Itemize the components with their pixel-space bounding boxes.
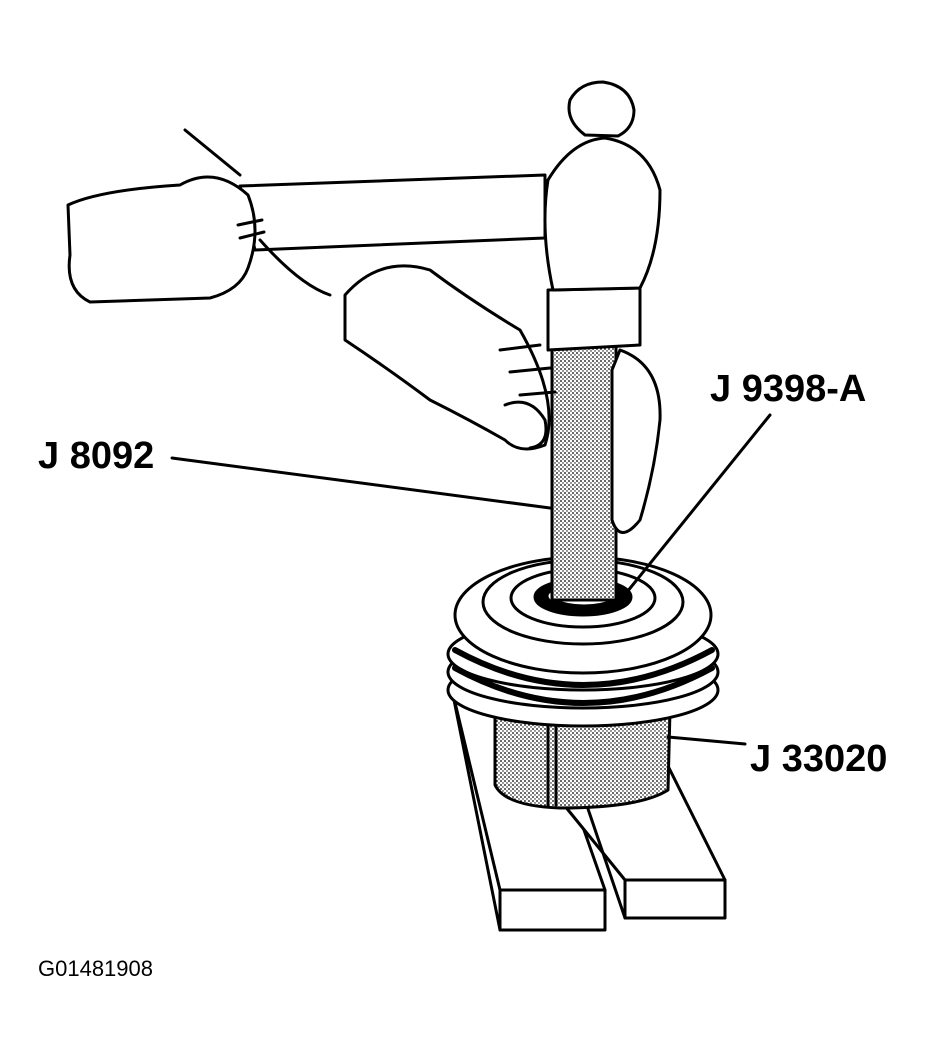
hand-upper xyxy=(66,128,332,304)
figure-id: G01481908 xyxy=(38,956,153,981)
label-j33020: J 33020 xyxy=(750,738,888,780)
label-j9398a: J 9398-A xyxy=(710,368,867,410)
axle-housing xyxy=(446,555,720,728)
support-tool-j33020 xyxy=(493,708,672,810)
label-j8092: J 8092 xyxy=(38,435,155,477)
hand-lower xyxy=(343,264,662,534)
leader-line-j33020 xyxy=(666,735,747,746)
leader-line-j9398a xyxy=(625,413,772,594)
driver-handle-j8092 xyxy=(550,326,618,608)
leader-line-j8092 xyxy=(170,456,552,510)
wood-block-right xyxy=(558,728,727,920)
